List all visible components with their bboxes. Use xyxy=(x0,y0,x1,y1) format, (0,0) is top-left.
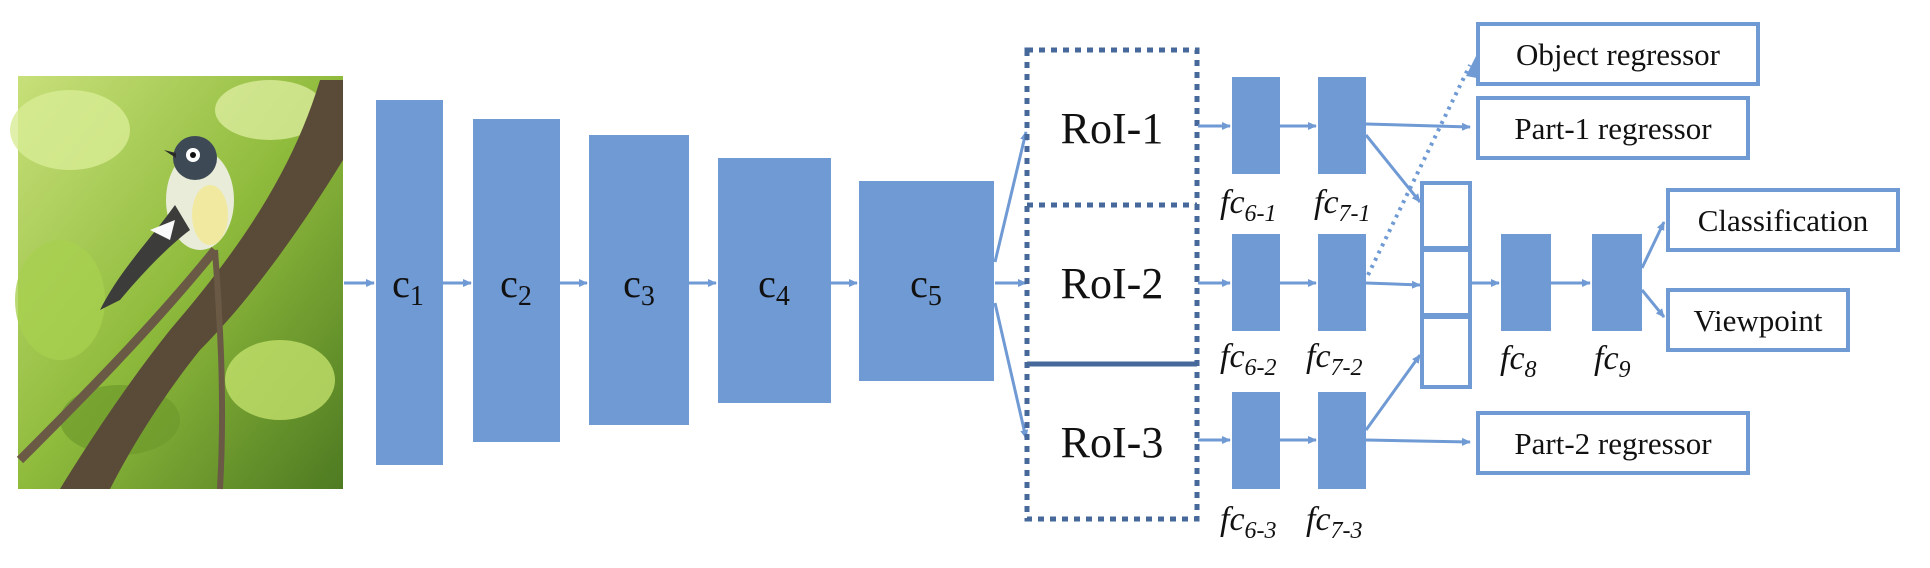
conv-label-c1: c xyxy=(392,261,410,306)
fc6-1-block xyxy=(1232,77,1280,174)
part2-regressor-box: Part-2 regressor xyxy=(1476,411,1750,475)
conv-block-c4: c4 xyxy=(718,158,831,403)
part1-regressor-box: Part-1 regressor xyxy=(1476,96,1750,160)
fc6-3-block xyxy=(1232,392,1280,489)
conv-label-c5: c xyxy=(910,261,928,306)
fc7-3-label: fc7-3 xyxy=(1306,501,1363,544)
roi-2-label: RoI-2 xyxy=(1061,259,1164,308)
part1-regressor-label: Part-1 regressor xyxy=(1514,111,1712,146)
object-regressor-box: Object regressor xyxy=(1476,22,1760,86)
fc6-2-label: fc6-2 xyxy=(1220,338,1277,381)
conv-label-c3: c xyxy=(623,261,641,306)
classification-label: Classification xyxy=(1698,203,1869,238)
conv-block-c2: c2 xyxy=(473,119,560,442)
svg-text:c5: c5 xyxy=(910,261,942,312)
conv-block-c1: c1 xyxy=(376,100,443,465)
conv-block-c5: c5 xyxy=(859,181,994,381)
fc9-label: fc9 xyxy=(1594,340,1631,383)
fc8-block xyxy=(1501,234,1551,331)
fc6-1-label: fc6-1 xyxy=(1220,184,1277,227)
classification-box: Classification xyxy=(1666,188,1900,252)
fc7-1-label: fc7-1 xyxy=(1314,184,1371,227)
fc8-label: fc8 xyxy=(1500,340,1537,383)
fc7-3-block xyxy=(1318,392,1366,489)
viewpoint-label: Viewpoint xyxy=(1693,303,1822,338)
svg-text:c4: c4 xyxy=(758,261,790,312)
fc6-3-label: fc6-3 xyxy=(1220,501,1277,544)
concat-stack xyxy=(1420,181,1472,389)
viewpoint-box: Viewpoint xyxy=(1666,288,1850,352)
fc9-block xyxy=(1592,234,1642,331)
fc7-2-block xyxy=(1318,234,1366,331)
roi-1-label: RoI-1 xyxy=(1061,104,1164,153)
roi-3-label: RoI-3 xyxy=(1061,418,1164,467)
roi-pool-box: RoI-1 RoI-2 RoI-3 xyxy=(1024,47,1200,522)
conv-label-c2: c xyxy=(500,261,518,306)
svg-text:c2: c2 xyxy=(500,261,532,312)
conv-label-c4: c xyxy=(758,261,776,306)
conv-block-c3: c3 xyxy=(589,135,689,425)
object-regressor-label: Object regressor xyxy=(1516,37,1721,72)
bird-photo-image xyxy=(10,76,343,490)
svg-text:c1: c1 xyxy=(392,261,424,312)
fc6-2-block xyxy=(1232,234,1280,331)
fc7-2-label: fc7-2 xyxy=(1306,338,1363,381)
part2-regressor-label: Part-2 regressor xyxy=(1514,426,1712,461)
fc7-1-block xyxy=(1318,77,1366,174)
svg-text:c3: c3 xyxy=(623,261,655,312)
